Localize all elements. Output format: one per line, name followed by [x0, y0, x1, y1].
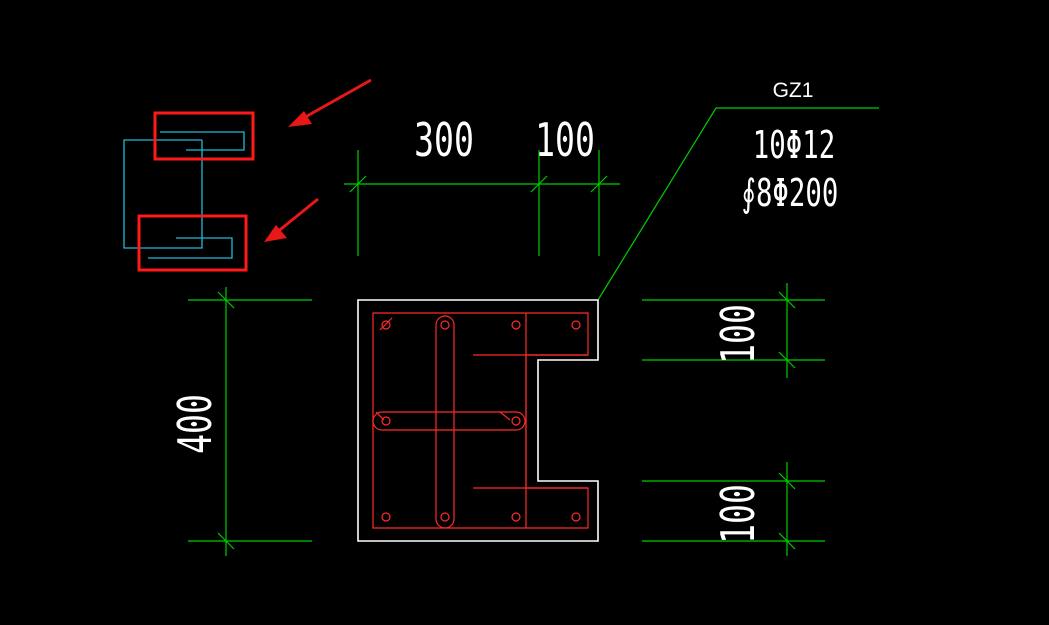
- column-label: GZ1: [773, 79, 814, 102]
- stirrup-hook-detail: [123, 131, 245, 259]
- dim-text-100-right-upper: 100: [713, 304, 766, 364]
- left-dimension: [188, 287, 312, 556]
- highlight-box-top: [153, 111, 255, 161]
- dim-text-300: 300: [414, 115, 474, 168]
- right-dimension-upper: [642, 283, 825, 378]
- dim-text-400: 400: [170, 394, 223, 454]
- dim-text-100-right-lower: 100: [713, 484, 766, 544]
- rebar-cage: [372, 312, 589, 529]
- highlight-box-bottom: [137, 214, 248, 272]
- top-dimension: [344, 150, 620, 256]
- longitudinal-rebar-spec: 10Φ12: [753, 122, 835, 167]
- column-outline: [357, 299, 599, 542]
- red-arrow-top: [288, 78, 372, 127]
- rebar-bars: [381, 320, 581, 522]
- dim-text-100-top: 100: [535, 115, 595, 168]
- leader-line: [597, 107, 879, 301]
- right-dimension-lower: [642, 462, 825, 556]
- stirrup-spec: ∮8Φ200: [742, 170, 839, 215]
- red-arrow-bottom: [264, 197, 319, 242]
